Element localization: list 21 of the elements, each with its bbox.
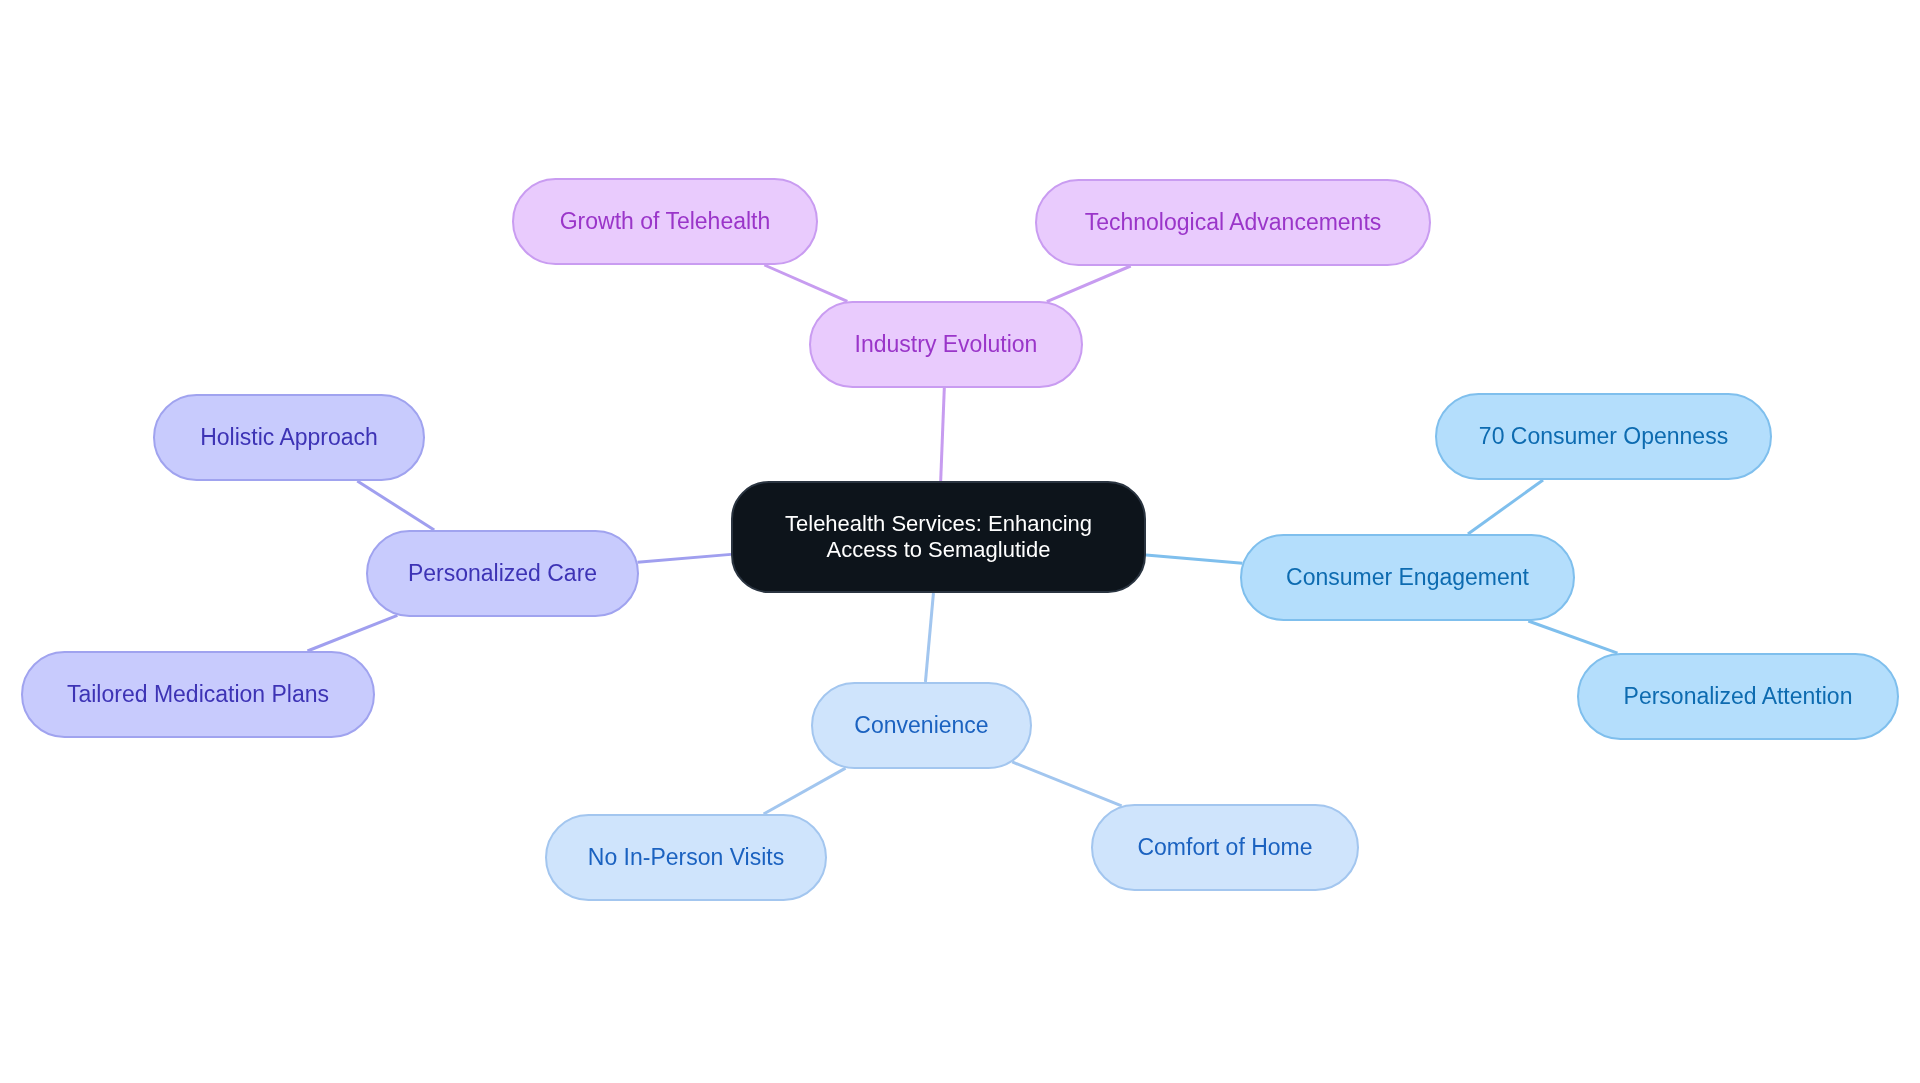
topic-label: Convenience — [854, 711, 989, 741]
central-topic-box — [731, 481, 1146, 593]
connector-line — [356, 479, 435, 532]
topic-label: 70 Consumer Openness — [1478, 422, 1729, 452]
topic-label: Growth of Telehealth — [559, 207, 771, 237]
topic-label: Consumer Engagement — [1286, 563, 1529, 593]
topic-label: Personalized Attention — [1623, 682, 1853, 712]
connector-line — [923, 592, 935, 683]
connector-line — [939, 387, 946, 482]
topic-label: Technological Advancements — [1084, 208, 1382, 238]
topic-label: Personalized Care — [407, 559, 598, 589]
connector-line — [1467, 478, 1544, 536]
topic-label: Telehealth Services: Enhancing Access to Semaglutide — [784, 511, 1093, 563]
connector-line — [763, 263, 848, 303]
topic-label: Industry Evolution — [854, 330, 1038, 360]
topic-label: Tailored Medication Plans — [66, 680, 330, 710]
connector-line — [1046, 264, 1132, 303]
topic-label: No In-Person Visits — [587, 843, 785, 873]
topic-label: Holistic Approach — [200, 423, 378, 453]
connector-line — [1527, 619, 1618, 655]
topic-label: Comfort of Home — [1137, 833, 1313, 863]
